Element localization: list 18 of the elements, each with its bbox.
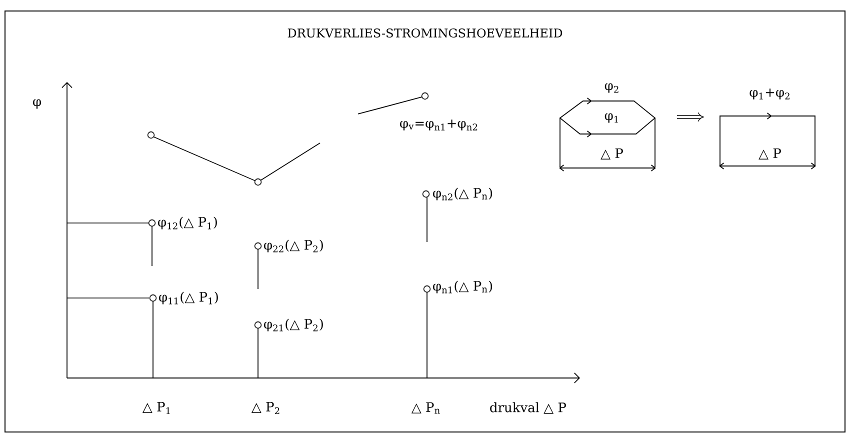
flow-label: φ$_{1}$ <box>604 113 618 123</box>
formula-label: φ$_{v}$=φ$_{n1}$+φ$_{n2}$ <box>400 120 478 130</box>
pressure-label: △ P <box>758 148 781 160</box>
flow-label: φ$_{1}$+φ$_{2}$ <box>750 88 790 100</box>
tick-label: △ P$_{1}$ <box>142 402 170 414</box>
axis-label: φ <box>33 99 41 109</box>
point-label: φ$_{11}$(△ P$_{1}$) <box>159 292 218 304</box>
point-label: φ$_{n2}$(△ P$_{n}$) <box>433 188 492 200</box>
point-label: φ$_{22}$(△ P$_{2}$) <box>264 240 323 252</box>
title: DRUKVERLIES-STROMINGSHOEVEELHEID <box>288 28 562 38</box>
tick-label: △ P$_{2}$ <box>251 402 280 414</box>
point-label: φ$_{n1}$(△ P$_{n}$) <box>433 280 492 294</box>
point-label: φ$_{12}$(△ P$_{1}$) <box>158 216 217 230</box>
pressure-label: △ P <box>600 148 623 160</box>
flow-label: φ$_{2}$ <box>604 83 618 93</box>
axis-label: drukval △ P <box>490 402 566 414</box>
point-label: φ$_{21}$(△ P$_{2}$) <box>264 318 323 332</box>
tick-label: △ P$_{n}$ <box>411 402 440 414</box>
